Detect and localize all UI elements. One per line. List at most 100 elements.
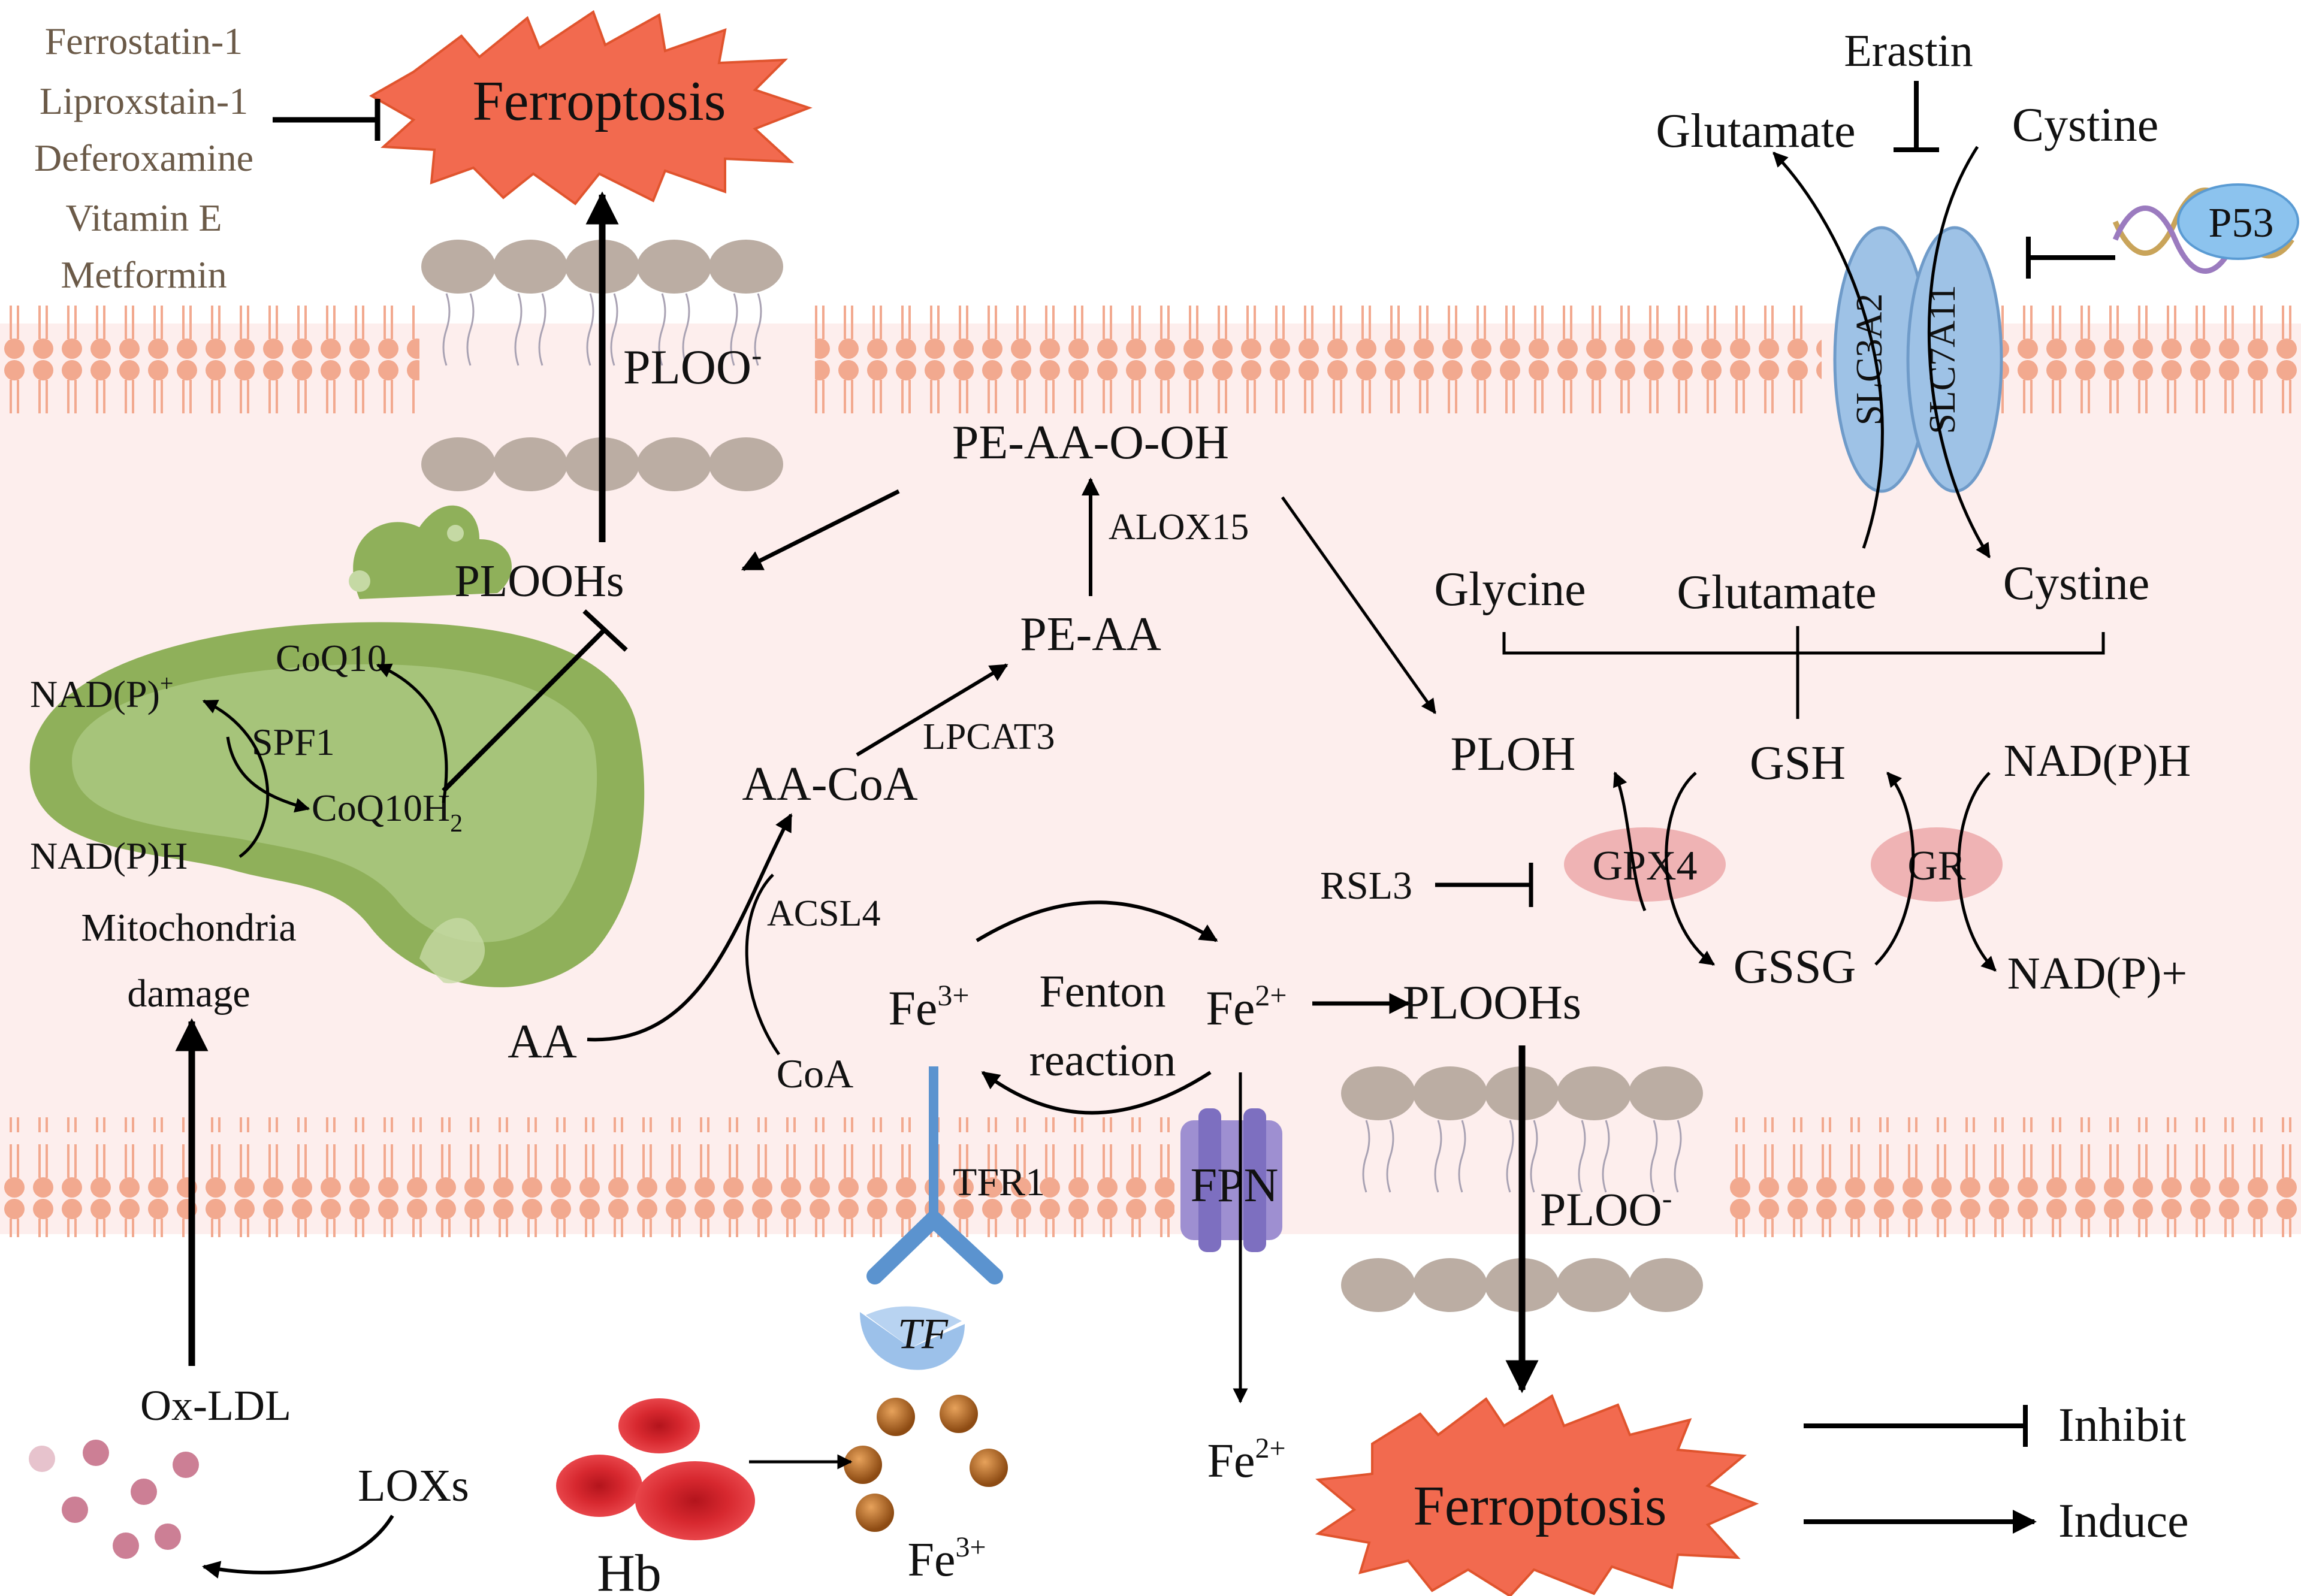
arrow-spf1-to-coq10h2 [226, 736, 310, 813]
inhibit-erastin [1894, 81, 1939, 152]
coq10h2-label: CoQ10H2 [312, 787, 463, 838]
inhibit-p53 [2026, 237, 2115, 279]
arrow-peaaooh-to-ploh [1281, 496, 1437, 715]
membrane-bottom-left [0, 1117, 1174, 1237]
coa-label: CoA [777, 1051, 853, 1096]
ferroptosis-bottom-label: Ferroptosis [1414, 1475, 1667, 1537]
fe3-particles [844, 1395, 1008, 1532]
gpx4-label: GPX4 [1592, 843, 1697, 889]
ox-ldl-label: Ox-LDL [140, 1382, 291, 1429]
inhibitor-liproxstain: Liproxstain-1 [40, 80, 248, 122]
fe3-out-label: Fe3+ [907, 1531, 986, 1586]
lipid-bilayer-patch-bottom [1341, 1066, 1703, 1312]
legend-inhibit-symbol [1804, 1405, 2028, 1447]
fe2-fenton-label: Fe2+ [1206, 978, 1287, 1035]
arrow-aa-to-aacoa [587, 813, 793, 1042]
nadp-plus-gr-label: NAD(P)+ [2007, 948, 2187, 999]
glutamate-in-label: Glutamate [1677, 566, 1876, 619]
fe3-fenton-label: Fe3+ [888, 978, 969, 1035]
gr-enzyme [1871, 827, 2003, 902]
ferroptosis-burst-top [369, 10, 813, 205]
ferroptosis-top-label: Ferroptosis [473, 70, 726, 132]
p53-label: P53 [2209, 200, 2274, 246]
arrow-glutamate-export [1772, 152, 1884, 549]
inhibitor-deferoxamine: Deferoxamine [34, 137, 253, 179]
membrane-top-right [1995, 303, 2301, 422]
glutamate-out-label: Glutamate [1656, 105, 1855, 158]
arrow-gssg-to-gsh [1874, 772, 1915, 966]
inhibitor-metformin: Metformin [61, 253, 227, 296]
loxs-label: LOXs [358, 1461, 469, 1511]
gsh-label: GSH [1750, 737, 1846, 790]
aa-coa-label: AA-CoA [742, 758, 918, 811]
ox-ldl-particles [29, 1440, 199, 1559]
fpn-ferroportin [1180, 1108, 1282, 1252]
membrane-top-center [815, 303, 1822, 422]
ploo-top-label: PLOO- [623, 338, 762, 394]
inhibitor-vitamin-e: Vitamin E [66, 197, 222, 239]
inhibit-coq10h2-ploohs [442, 609, 628, 793]
erastin-label: Erastin [1844, 26, 1973, 76]
tfr1-receptor [866, 1066, 1003, 1284]
legend: Inhibit Induce [1804, 1399, 2189, 1547]
gpx4-enzyme [1564, 827, 1726, 902]
arrow-fe3-to-fe2 [976, 900, 1218, 942]
arrow-peaaooh-to-ploohs [741, 489, 900, 572]
inhibitor-ferrostatin: Ferrostatin-1 [45, 20, 243, 62]
fpn-label: FPN [1191, 1159, 1279, 1212]
ferroptosis-burst-bottom [1315, 1394, 1759, 1596]
tfr1-label: TFR1 [953, 1160, 1045, 1204]
ploo-bottom-label: PLOO- [1540, 1181, 1672, 1235]
cystine-in-label: Cystine [2003, 557, 2149, 610]
arrow-cystine-import [1927, 146, 1991, 559]
inhibit-rsl3 [1435, 863, 1533, 907]
pe-aa-o-oh-label: PE-AA-O-OH [952, 416, 1229, 469]
lipid-bilayer-patch-top [421, 240, 783, 491]
cystine-out-label: Cystine [2012, 99, 2158, 152]
arrow-fe2-to-fe3 [981, 1071, 1212, 1115]
plloohs-right-label: PLOOHs [1403, 977, 1581, 1029]
membrane-bottom-right [1726, 1117, 2301, 1237]
fe2-out-label: Fe2+ [1207, 1432, 1285, 1488]
acsl4-label: ACSL4 [767, 893, 880, 934]
legend-inhibit-label: Inhibit [2058, 1399, 2186, 1452]
arrow-gpx4-to-ploh [1613, 771, 1647, 911]
mito-damage-line1: Mitochondria [81, 906, 296, 950]
bracket-gsh-synthesis [1502, 626, 2105, 719]
lpcat3-label: LPCAT3 [923, 717, 1055, 757]
ploh-label: PLOH [1451, 728, 1576, 781]
red-blood-cells [556, 1398, 755, 1540]
aa-label: AA [508, 1015, 577, 1068]
arrow-coa-join [745, 873, 781, 1056]
tf-transferrin [860, 1306, 965, 1370]
arrow-gsh-to-gssg [1665, 772, 1716, 966]
inhibitor-list: Ferrostatin-1 Liproxstain-1 Deferoxamine… [34, 20, 253, 296]
spf1-label: SPF1 [252, 721, 335, 763]
mito-nadph-label: NAD(P)H [30, 835, 188, 877]
fenton-line2: reaction [1029, 1035, 1176, 1086]
rsl3-label: RSL3 [1320, 864, 1412, 908]
pe-aa-label: PE-AA [1020, 608, 1161, 661]
tf-label: TF [898, 1310, 949, 1358]
arrow-nadph-to-nadp-gr [1957, 772, 1997, 972]
plloohs-left-label: PLOOHs [455, 556, 624, 606]
glycine-label: Glycine [1434, 563, 1586, 616]
hb-label: Hb [597, 1544, 662, 1596]
arrow-aacoa-to-peaa [856, 663, 1008, 757]
fenton-line1: Fenton [1039, 966, 1165, 1017]
coq10-label: CoQ10 [276, 637, 386, 679]
mito-damage-line2: damage [127, 972, 250, 1015]
mitochondrion [29, 505, 645, 987]
slc3a2-label: SLC3A2 [1849, 294, 1890, 425]
arrow-coq10h2-to-coq10 [376, 663, 448, 803]
p53-dna-icon [2112, 183, 2299, 274]
arrow-nadph-to-nadp [202, 699, 270, 859]
inhibit-arrow-inhibitors [273, 99, 381, 141]
mito-nadp-plus-label: NAD(P)+ [30, 670, 173, 715]
nadph-gr-label: NAD(P)H [2004, 736, 2191, 786]
legend-induce-label: Induce [2058, 1495, 2189, 1547]
gr-label: GR [1907, 843, 1966, 889]
gssg-label: GSSG [1734, 941, 1856, 993]
